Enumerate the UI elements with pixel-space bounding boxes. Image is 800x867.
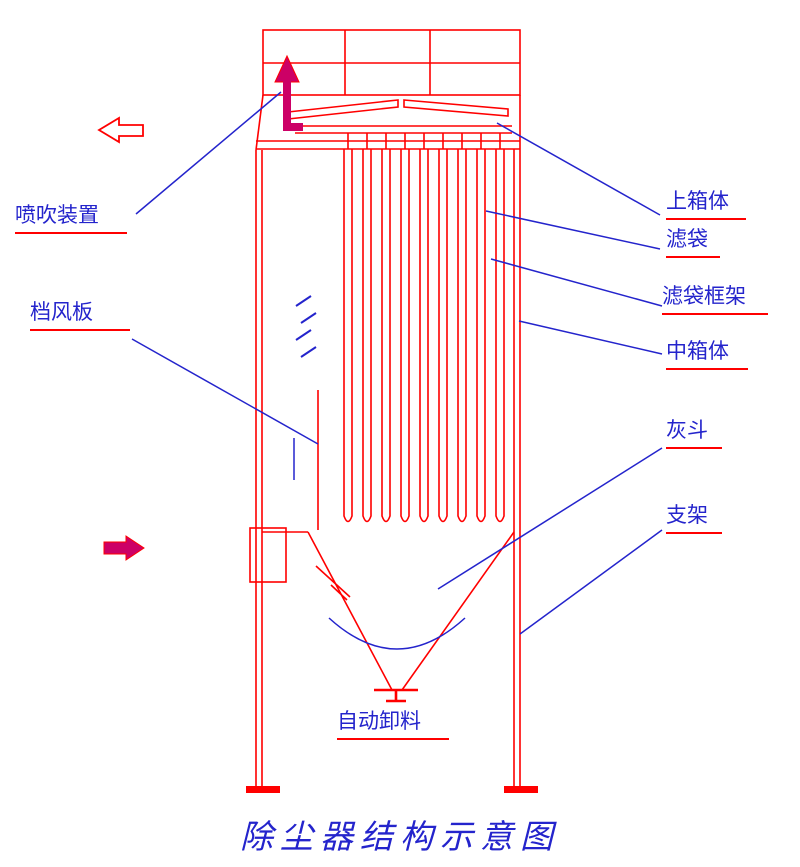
leader-baffle <box>131 338 319 445</box>
blow-pipe-manifold <box>295 125 512 134</box>
discharge-valve <box>374 688 418 703</box>
right-wall-leg <box>513 95 521 788</box>
leader-lines <box>131 91 663 650</box>
leader-bag-cage <box>490 258 663 307</box>
ash-hopper <box>307 531 515 691</box>
upper-box-grid <box>263 30 520 95</box>
drawing-title: 除尘器结构示意图 <box>240 817 560 856</box>
label-support: 支架 <box>666 502 722 535</box>
leader-upper-box <box>496 122 661 216</box>
label-blow-device: 喷吹装置 <box>15 202 127 235</box>
pulse-jet-up-arrow-icon <box>274 54 303 131</box>
label-filter-bag: 滤袋 <box>666 226 720 259</box>
label-baffle: 档风板 <box>30 299 130 332</box>
label-middle-box: 中箱体 <box>666 338 748 371</box>
left-wall-leg <box>255 150 263 788</box>
leader-middle-box <box>518 320 663 355</box>
venturi-ticks <box>347 133 501 149</box>
leader-ash-hopper <box>437 447 663 590</box>
flow-arrows <box>97 54 303 561</box>
inlet-duct-flange <box>249 527 287 583</box>
leader-filter-bag <box>485 210 661 250</box>
cover-plate-left <box>287 99 399 120</box>
inlet-deflector-plates <box>315 565 351 601</box>
airflow-dashes <box>295 295 317 358</box>
right-foot-pad <box>504 786 538 793</box>
dust-air-inlet-arrow-icon <box>103 535 145 561</box>
filter-bags <box>343 149 505 523</box>
left-foot-pad <box>246 786 280 793</box>
label-ash-hopper: 灰斗 <box>666 417 722 450</box>
hopper-level-arc <box>328 617 466 650</box>
collector-structure <box>246 29 538 793</box>
leader-support <box>519 529 663 635</box>
leader-blow-device <box>135 91 282 215</box>
label-bag-cage: 滤袋框架 <box>662 283 768 316</box>
cover-plate-right <box>403 99 509 117</box>
clean-air-outlet-arrow-icon <box>97 116 144 144</box>
label-upper-box: 上箱体 <box>666 188 746 221</box>
label-auto-discharge: 自动卸料 <box>337 708 449 741</box>
tube-sheet <box>256 140 520 150</box>
